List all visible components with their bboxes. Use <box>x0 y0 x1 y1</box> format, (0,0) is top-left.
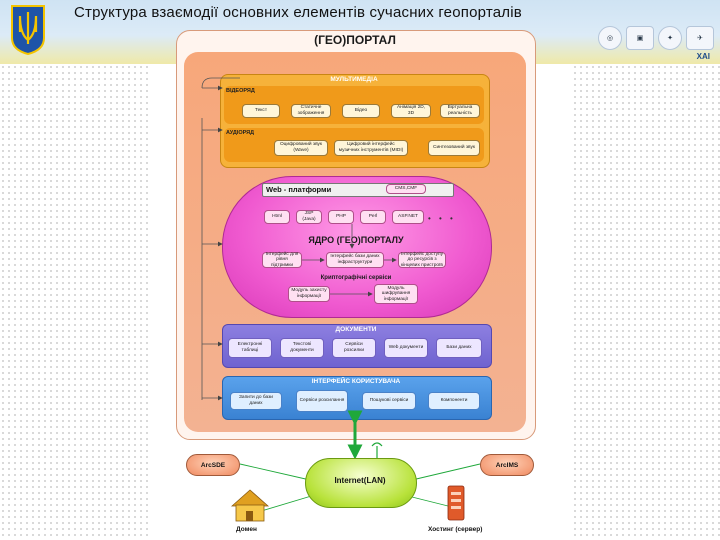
user-interface-title: ІНТЕРФЕЙС КОРИСТУВАЧА <box>311 378 401 385</box>
cms-box: CMS,CMF <box>386 184 426 194</box>
core-title: ЯДРО (ГЕО)ПОРТАЛУ <box>308 235 404 245</box>
core-function: Інтерфейс бази даних інфраструктури <box>326 252 384 268</box>
conference-logo-icon: ✦ <box>658 26 682 50</box>
document-item: Електронні таблиці <box>228 338 272 358</box>
video-item: Віртуальна реальність <box>440 104 480 118</box>
interface-item: Компоненти <box>428 392 480 410</box>
dot-pattern-right <box>572 64 720 540</box>
document-item: Бази даних <box>436 338 482 358</box>
tech-item: PHP <box>328 210 354 224</box>
audio-item: Синтезований звук <box>428 140 480 156</box>
hosting-label: Хостинг (сервер) <box>428 526 483 533</box>
interface-item: Сервіси розсилання <box>296 390 348 412</box>
document-item: Текстові документи <box>280 338 324 358</box>
tech-item: ASP.NET <box>392 210 424 224</box>
multimedia-title: МУЛЬТИМЕДІА <box>330 76 378 83</box>
interface-item: Пошукові сервіси <box>362 392 416 410</box>
tech-item: Perl <box>360 210 386 224</box>
internet-cloud <box>305 458 417 508</box>
crypto-services-label: Криптографічні сервіси <box>320 275 392 281</box>
document-item: Web документи <box>384 338 428 358</box>
audio-item: Цифровий інтерфейс музичних інструментів… <box>334 140 408 156</box>
security-module: Модуль захисту інформації <box>288 286 330 302</box>
audio-row-label: АУДІОРЯД <box>226 130 255 136</box>
arcims-label: ArcIMS <box>495 461 519 469</box>
server-icon <box>447 485 465 521</box>
video-row-label: ВІДЕОРЯД <box>226 88 255 94</box>
core-function: Інтерфейс для рівня підтримки <box>262 252 302 268</box>
video-item: Текст <box>242 104 280 118</box>
internet-label: Internet(LAN) <box>334 476 386 485</box>
house-icon <box>230 489 270 522</box>
arcsde-label: ArcSDE <box>200 461 226 469</box>
cms-label: CMS,CMF <box>394 186 418 192</box>
more-tech-dots: • • • <box>428 214 456 223</box>
tech-item: Html <box>264 210 290 224</box>
university-logo-icon: ▣ <box>626 26 654 50</box>
video-item: Відео <box>342 104 380 118</box>
core-function: Інтерфейс доступу до ресурсів з кінцевих… <box>398 252 446 268</box>
tech-item: JSP (Java) <box>296 210 322 224</box>
arcims-node: ArcIMS <box>480 454 534 476</box>
trident-emblem-icon <box>11 5 45 56</box>
khai-label: ХАІ <box>696 52 710 61</box>
slide-title: Структура взаємодії основних елементів с… <box>74 4 522 21</box>
dot-pattern-left <box>0 64 148 540</box>
partner-logos: ◎ ▣ ✦ ✈ <box>598 26 714 50</box>
home-label: Домен <box>236 526 257 533</box>
documents-title: ДОКУМЕНТИ <box>335 326 377 333</box>
globe-logo-icon: ◎ <box>598 26 622 50</box>
arcsde-node: ArcSDE <box>186 454 240 476</box>
interface-item: Запити до бази даних <box>230 392 282 410</box>
portal-title: (ГЕО)ПОРТАЛ <box>314 33 396 47</box>
video-item: Статичне зображення <box>291 104 331 118</box>
document-item: Сервіси розсилки <box>332 338 376 358</box>
video-item: Анімація 2D, 3D <box>391 104 431 118</box>
khai-logo-icon: ✈ <box>686 26 714 50</box>
audio-item: Оцифрований звук (Wave) <box>274 140 328 156</box>
web-platforms-label: Web - платформи <box>266 185 332 194</box>
security-module: Модуль шифрування інформації <box>374 284 418 304</box>
